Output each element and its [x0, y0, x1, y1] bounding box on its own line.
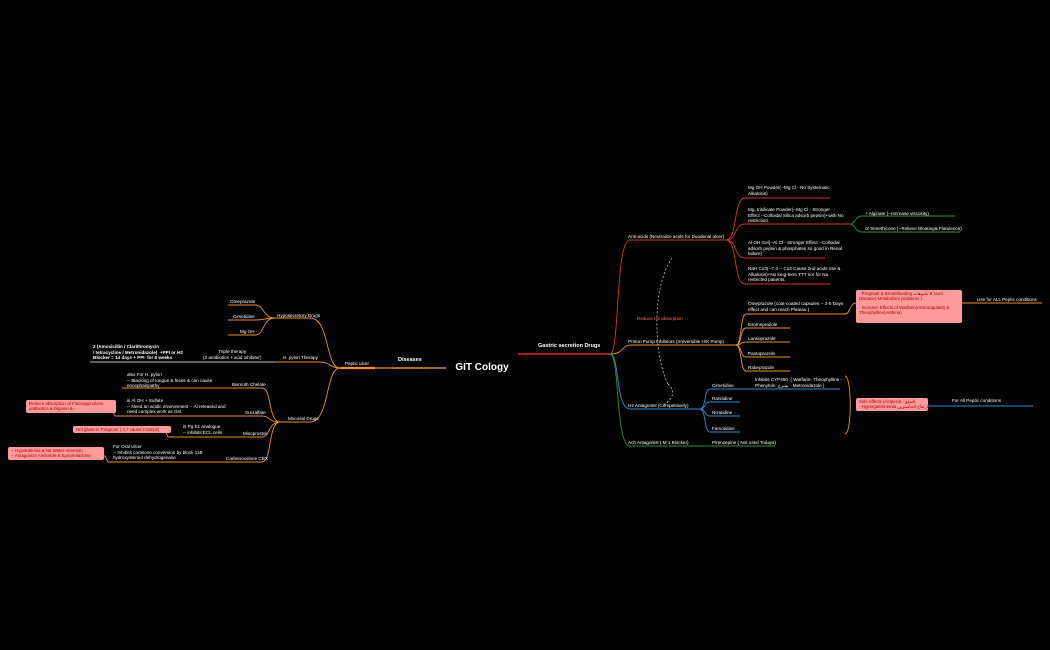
ach-antagonist-topic[interactable]: Ach Antagonist ( M 1 Blocker): [628, 440, 689, 445]
carbenoxolone-note[interactable]: For Oral Ulcer -- Inhibits cortisone con…: [113, 444, 203, 461]
hypo-item-cimetidine[interactable]: Cimetidine: [233, 314, 255, 319]
ppi-item-omeprazole[interactable]: Omeprazole (coat-coated capsules -- 2-5 …: [748, 301, 844, 312]
bismuth-topic[interactable]: Bismuth Chelate: [232, 382, 266, 387]
ppi-warning-line-2: - Increase Effects of Warfarin(Anticoagu…: [859, 304, 950, 316]
hyposecretory-topic[interactable]: Hyposecretory Drugs: [277, 313, 321, 318]
reduce-h2-label[interactable]: Reduce H2 absorption: [637, 316, 683, 321]
h2-side-effects-box[interactable]: Side effects (Alopecia - الصلع - Hyperga…: [856, 398, 929, 411]
gastric-secretion-topic[interactable]: Gastric secretion Drugs: [538, 343, 601, 349]
hypo-item-omeprazole[interactable]: Omeprazole: [230, 299, 256, 304]
mucosal-topic[interactable]: Mucosal Drugs: [288, 416, 319, 421]
carbenoxolone-topic[interactable]: Carbenoxolone CBX: [226, 456, 268, 461]
cimetidine-note[interactable]: Inhibits CYP450 ( Warfarin- Theophylline…: [755, 377, 843, 388]
bismuth-note[interactable]: also For H. pylori -- Blacking of tongue…: [127, 372, 213, 389]
sucralfate-note[interactable]: is Al OH + Sulfate -- Need an acidic env…: [127, 398, 226, 415]
sucralfate-topic[interactable]: Sucralfate: [245, 410, 266, 415]
antacid-item-nahco3[interactable]: NaH Co3(--7.4 -- Co2 Cause 2nd acids ris…: [748, 266, 841, 283]
h2-antagonist-topic[interactable]: H2 Antagonist (Competitively): [628, 403, 689, 408]
ppi-item-rabeprazole[interactable]: Rabeprazole: [748, 365, 775, 370]
pirenzepine-item[interactable]: Pirenzepine ( Not used Todays): [712, 440, 777, 445]
alginate-note[interactable]: + Alginate (--Increase viscosity): [865, 211, 929, 216]
ppi-warning-line-1: - Pregnant & Breastfeeding تشوهات & Live…: [859, 291, 944, 302]
h2-item-cimetidine[interactable]: Cimetidine: [712, 383, 734, 388]
ppi-warning-box[interactable]: - Pregnant & Breastfeeding تشوهات & Live…: [856, 290, 962, 323]
antacid-item-mgtrisilicate[interactable]: Mg. trisilicate Powder(--Mg Cl - Stronge…: [748, 207, 844, 224]
root-topic[interactable]: GIT Cology: [446, 359, 518, 377]
antacids-topic[interactable]: Anti-acids (Neutralize acids for Duodena…: [628, 234, 724, 239]
triple-therapy-note[interactable]: Triple therapy (2 antibiotics + acid inh…: [203, 349, 262, 360]
ppi-item-pantoprazole[interactable]: Pantoprazole: [748, 351, 776, 356]
antacid-item-aloh[interactable]: Al OH Gel(--Al Cl - Stronger Effect --Co…: [748, 240, 842, 257]
peptic-ulcer-topic[interactable]: Peptic ulcer: [345, 361, 370, 366]
h2-all-peptic-note[interactable]: For All Peptic conditions: [952, 398, 1002, 403]
misoprostol-note[interactable]: is Pg E1 analogue -- inhibits ECL cells: [183, 424, 223, 435]
h2-item-ranitidine[interactable]: Ranitidine: [712, 396, 733, 401]
diseases-topic[interactable]: Diseases: [398, 357, 422, 363]
misoprostol-warning-box[interactable]: Not given to Pregnant ( 3,? cause Cramps…: [73, 426, 171, 434]
antacid-item-mgoh[interactable]: Mg OH Powder(--Mg Cl - No Systematic Alk…: [748, 185, 830, 196]
hypo-item-mgoh[interactable]: Mg OH: [240, 329, 255, 334]
sucralfate-warning-box[interactable]: Reduce absorption of Fluoroquinolone ant…: [26, 400, 116, 413]
misoprostol-topic[interactable]: Misoprostol: [243, 431, 267, 436]
h2-item-famotidine[interactable]: Famotidine: [712, 426, 735, 431]
hpylori-topic[interactable]: H. pylori Therapy: [283, 355, 318, 360]
ppi-item-esomeprazole[interactable]: Esomeprazole: [748, 322, 778, 327]
hpylori-regimen-note[interactable]: 2 (Amoxicillin / Clarithromycin / tetrac…: [93, 344, 183, 361]
ppi-all-peptic-note[interactable]: Use for ALL Peptic conditions: [977, 297, 1037, 302]
h2-item-nizatidine[interactable]: Nizatidine: [712, 410, 733, 415]
simethicone-note[interactable]: or Simethicone (--Relieve Bloating& Flat…: [865, 226, 962, 231]
ppi-topic[interactable]: Proton Pump Inhibitors (Irreversible H\K…: [628, 339, 724, 344]
ppi-item-lansoprazole[interactable]: Lansoprazole: [748, 336, 776, 341]
carbenoxolone-warning-box[interactable]: -- Hypokalemia & Na Water retention -- A…: [8, 447, 104, 460]
